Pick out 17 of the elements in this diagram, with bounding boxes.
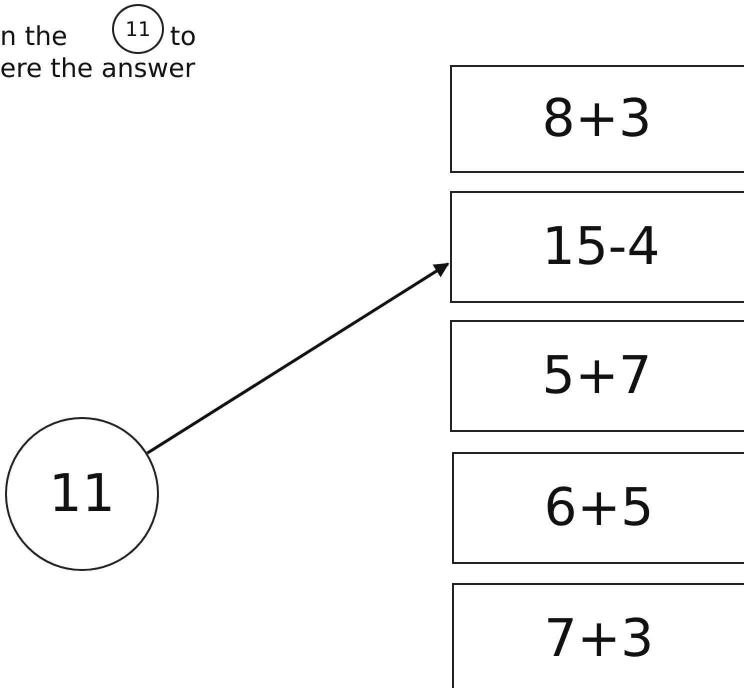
sum-box xyxy=(452,583,744,688)
sum-label: 7+3 xyxy=(544,609,654,669)
sum-label: 6+5 xyxy=(544,478,654,538)
instruction-text: ere the answer xyxy=(0,56,196,82)
number-label: 11 xyxy=(48,464,116,524)
number-label: 11 xyxy=(125,17,151,41)
instruction-text: n the xyxy=(0,24,68,50)
arrow xyxy=(146,262,450,454)
sum-label: 5+7 xyxy=(542,346,652,406)
sum-box xyxy=(450,191,744,303)
number-circle xyxy=(112,4,164,54)
sum-box xyxy=(452,452,744,564)
sum-box xyxy=(450,65,744,173)
sum-box xyxy=(450,320,744,432)
sum-label: 15-4 xyxy=(542,217,660,277)
instruction-text: to xyxy=(170,24,196,50)
sum-label: 8+3 xyxy=(542,89,652,149)
